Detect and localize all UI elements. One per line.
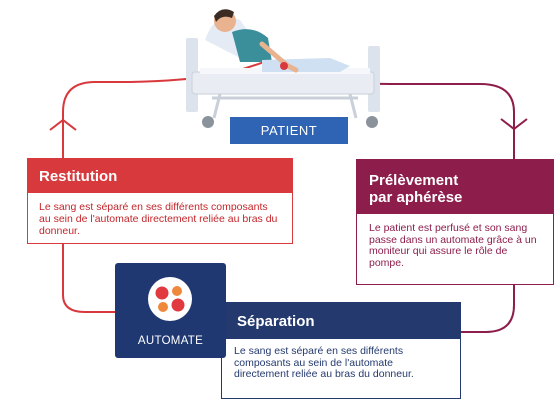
separation-connector bbox=[461, 285, 515, 333]
restitution-connector bbox=[62, 59, 271, 158]
patient-label: PATIENT bbox=[230, 117, 348, 144]
prelevement-title-line2: par aphérèse bbox=[369, 189, 463, 206]
prelevement-title: Prélèvement par aphérèse bbox=[357, 160, 553, 214]
restitution-text: Le sang est séparé en ses différents com… bbox=[39, 201, 278, 237]
separation-text: Le sang est séparé en ses différents com… bbox=[234, 345, 414, 380]
down-arrow-icon bbox=[500, 118, 528, 131]
prelevement-card: Prélèvement par aphérèse Le patient est … bbox=[356, 159, 554, 285]
restitution-card: Restitution Le sang est séparé en ses di… bbox=[27, 158, 293, 244]
blood-cells-icon bbox=[148, 277, 192, 321]
prelevement-title-line1: Prélèvement bbox=[369, 172, 459, 189]
separation-card: Séparation Le sang est séparé en ses dif… bbox=[221, 302, 461, 399]
hospital-bed-illustration bbox=[186, 9, 380, 128]
separation-title: Séparation bbox=[222, 303, 460, 339]
automate-box: AUTOMATE bbox=[115, 263, 226, 358]
automate-return-line bbox=[62, 244, 115, 313]
prelevement-text: Le patient est perfusé et son sang passe… bbox=[369, 222, 537, 269]
automate-label: AUTOMATE bbox=[137, 335, 204, 347]
restitution-title: Restitution bbox=[28, 159, 292, 193]
up-arrow-icon bbox=[49, 118, 77, 131]
